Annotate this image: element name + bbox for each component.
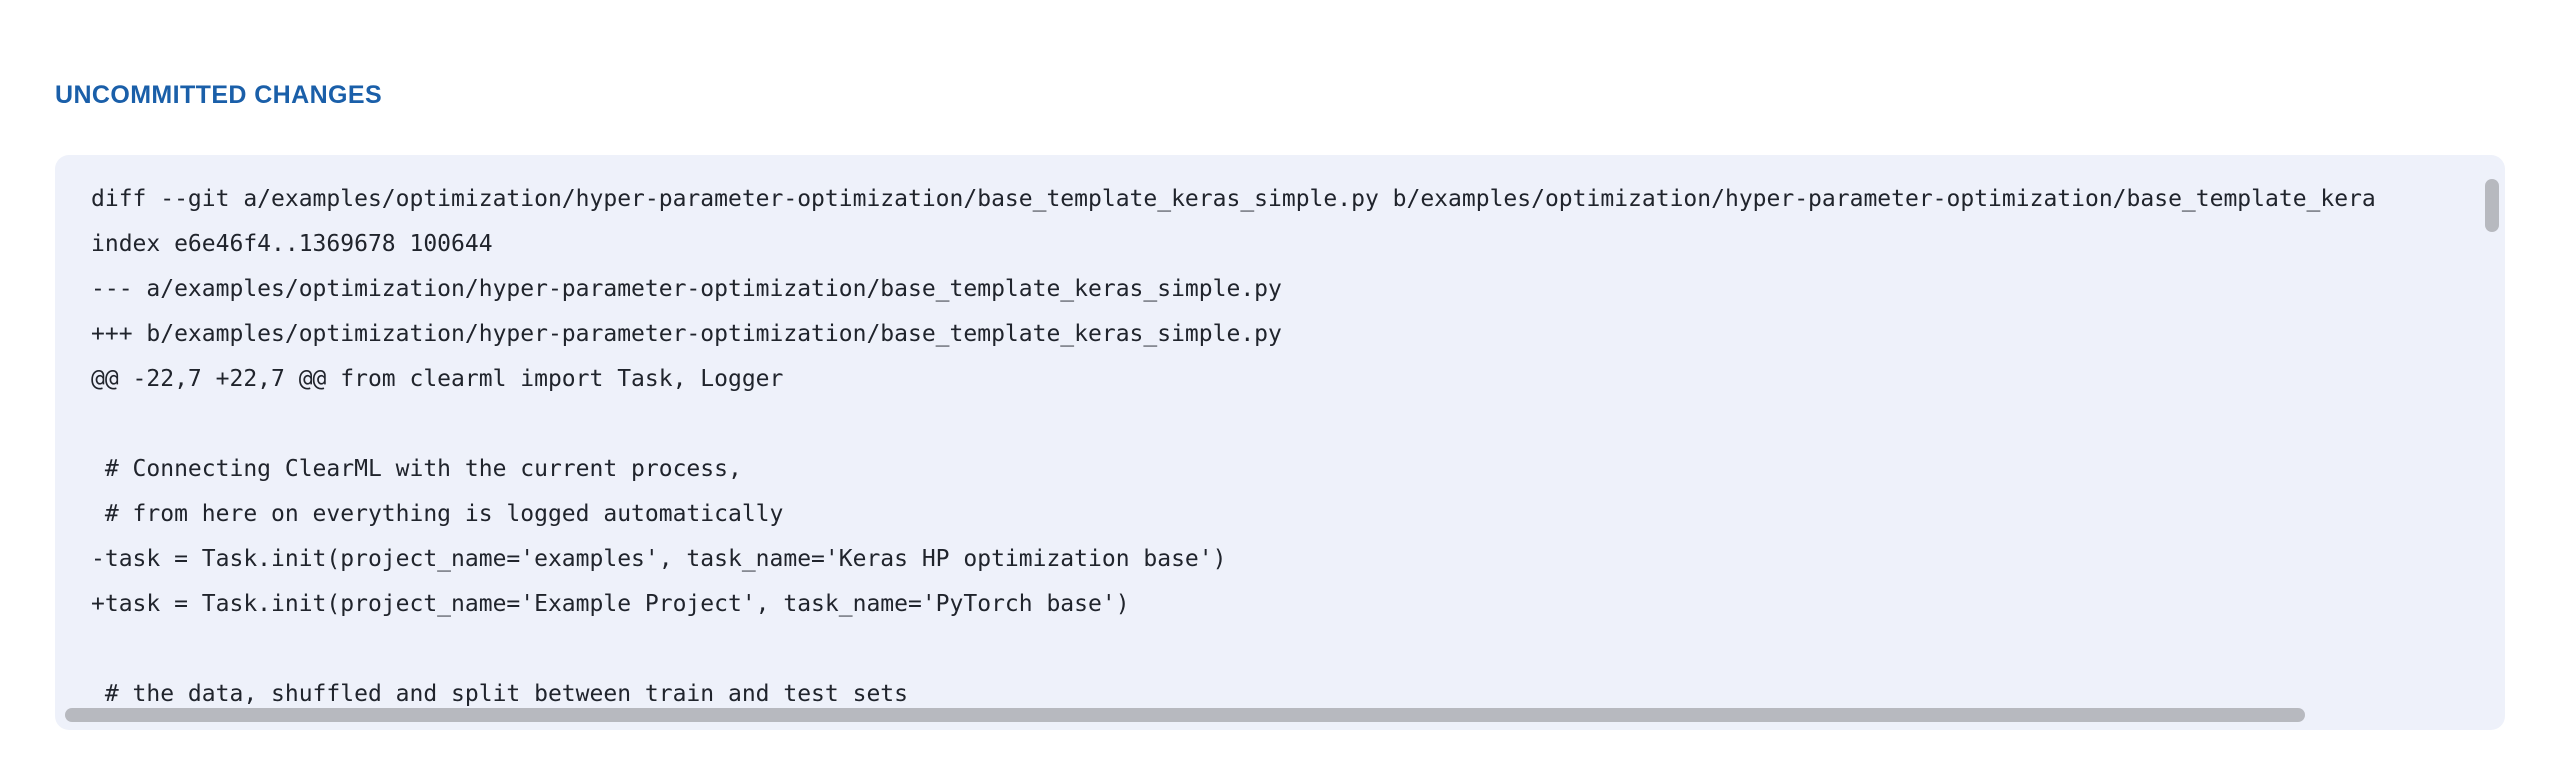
diff-code-block: diff --git a/examples/optimization/hyper… bbox=[55, 177, 2412, 717]
diff-line: +++ b/examples/optimization/hyper-parame… bbox=[91, 321, 1282, 347]
diff-line: # the data, shuffled and split between t… bbox=[91, 681, 908, 707]
vertical-scrollbar[interactable] bbox=[2479, 155, 2505, 730]
diff-line: index e6e46f4..1369678 100644 bbox=[91, 231, 493, 257]
diff-line-removed: -task = Task.init(project_name='examples… bbox=[91, 546, 1227, 572]
diff-line: # Connecting ClearML with the current pr… bbox=[91, 456, 742, 482]
diff-panel: diff --git a/examples/optimization/hyper… bbox=[55, 155, 2505, 730]
diff-line-added: +task = Task.init(project_name='Example … bbox=[91, 591, 1130, 617]
horizontal-scrollbar[interactable] bbox=[55, 704, 2505, 730]
diff-line: --- a/examples/optimization/hyper-parame… bbox=[91, 276, 1282, 302]
diff-line: # from here on everything is logged auto… bbox=[91, 501, 784, 527]
diff-line-blank bbox=[91, 627, 2376, 672]
diff-line: diff --git a/examples/optimization/hyper… bbox=[91, 186, 2376, 212]
page-title: UNCOMMITTED CHANGES bbox=[55, 81, 383, 109]
horizontal-scrollbar-thumb[interactable] bbox=[65, 708, 2305, 722]
diff-line-blank bbox=[91, 402, 2376, 447]
vertical-scrollbar-thumb[interactable] bbox=[2485, 179, 2499, 232]
diff-line: @@ -22,7 +22,7 @@ from clearml import Ta… bbox=[91, 366, 784, 392]
diff-scroll-viewport[interactable]: diff --git a/examples/optimization/hyper… bbox=[55, 155, 2505, 730]
